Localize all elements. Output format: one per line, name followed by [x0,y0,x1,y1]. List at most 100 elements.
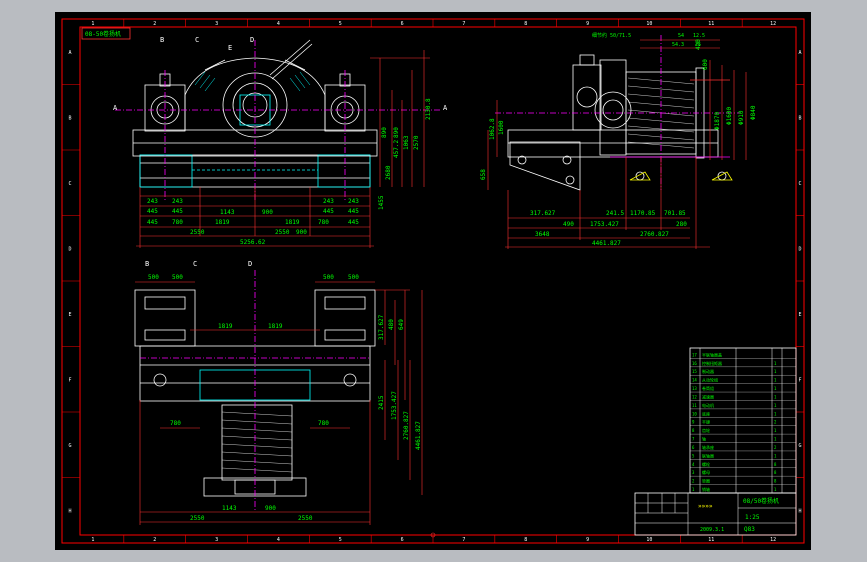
plan-vdim-6: 4461.827 [415,421,422,450]
parts-row-no: 11 [692,403,697,408]
parts-row-no: 5 [692,453,695,458]
grid-col-1: 1 [91,21,94,27]
side-dim-r2-1: 2760.827 [640,231,669,238]
grid-col-bottom-5: 5 [339,537,342,543]
grid-col-12: 12 [770,21,776,27]
side-dim-r1-2: 1170.85 [630,210,656,217]
grid-col-bottom-6: 6 [401,537,404,543]
side-dimension-lines [487,39,747,249]
parts-row-name: 平键 [702,419,710,425]
section-mark-a-left: A [113,104,118,112]
parts-row-no: 8 [692,428,695,433]
grid-row-D: D [68,246,71,252]
parts-row-qty: 1 [774,369,777,374]
plan-vdim-3: 2415 [378,395,385,410]
plan-dim-mid-c: 1143 [222,505,237,512]
parts-row-qty: 1 [774,453,777,458]
title-company: »»»» [698,503,713,510]
title-scale: 1:25 [745,514,760,521]
parts-row-name: 轴 [702,436,706,442]
plan-mark-c: C [193,260,197,268]
parts-row-qty: 1 [774,437,777,442]
plan-dim-overall-a: 2550 [190,515,205,522]
parts-row-no: 12 [692,394,697,399]
grid-row-right-H: H [798,508,801,514]
side-dim-top-a: 细节约 50/71.5 [592,32,631,39]
side-rdim-2: Φ910 [738,110,745,125]
drawing-paper [55,12,811,550]
grid-col-2: 2 [153,21,156,27]
side-dim-top-2: 54.3 [672,42,684,48]
front-vdim-4: 1063 [403,135,410,150]
parts-row-no: 14 [692,378,697,383]
side-vdim-3: 600 [702,59,709,70]
parts-row-no: 17 [692,352,697,357]
parts-row-qty: 1 [774,361,777,366]
grid-col-bottom-3: 3 [215,537,218,543]
parts-row-qty: 1 [774,428,777,433]
grid-col-bottom-11: 11 [708,537,714,543]
side-rdim-3: Φ840 [750,105,757,120]
grid-col-4: 4 [277,21,280,27]
parts-row-qty: 1 [774,394,777,399]
grid-row-right-F: F [798,377,801,383]
parts-row-name: 螺栓 [702,461,710,467]
parts-row-no: 6 [692,445,695,450]
side-dim-top-0: 54 [678,33,684,39]
side-dim-r1-1: 241.5 [606,210,624,217]
front-dim-r2-1: 445 [172,208,183,215]
side-dim-r1-3: 701.85 [664,210,686,217]
parts-row-no: 9 [692,420,695,425]
side-dim-r3-0: 3648 [535,231,550,238]
plan-dim-top-0: 500 [148,274,159,281]
grid-row-E: E [68,312,71,318]
parts-row-qty: 1 [774,386,777,391]
side-rdim-0: Φ1870 [714,112,721,130]
front-dim-overall: 5256.62 [240,239,266,246]
front-dim-r2-3: 445 [348,208,359,215]
plan-dim-mid-d: 900 [265,505,276,512]
side-vdim-2: 658 [480,169,487,180]
title-tag-box [81,27,131,40]
side-dim-r1-0: 317.627 [530,210,556,217]
section-mark-d: D [250,36,254,44]
side-dim-top-1: 12.5 [693,33,705,39]
plan-mark-b: B [145,260,149,268]
grid-row-right-E: E [798,312,801,318]
front-dim-r2-2: 445 [323,208,334,215]
front-dim-overall-a: 2550 [190,229,205,236]
front-view [115,39,440,200]
grid-row-C: C [68,181,71,187]
plan-dim-mid-a: 1819 [218,323,233,330]
side-dim-top-3: 25 [695,42,701,48]
parts-row-name: 销轴 [702,486,710,492]
section-mark-b: B [160,36,164,44]
front-vdim-3: 457.2 [393,140,400,158]
grid-col-bottom-1: 1 [91,537,94,543]
section-mark-a-right: A [443,104,448,112]
front-vdim-6: 2680 [385,165,392,180]
grid-row-right-C: C [798,181,801,187]
grid-col-3: 3 [215,21,218,27]
parts-row-no: 10 [692,411,697,416]
center-mark [430,532,436,538]
plan-vdim-1: 480 [388,319,395,330]
front-vdim-1: 890 [381,127,388,138]
grid-row-G: G [68,443,71,449]
side-dim-r3-1: 490 [563,221,574,228]
front-dim-r1-3: 243 [348,198,359,205]
grid-row-right-G: G [798,443,801,449]
grid-row-A: A [68,50,71,56]
parts-row-qty: 8 [774,462,777,467]
front-dimension-lines [136,50,430,248]
plan-mark-d: D [248,260,252,268]
parts-row-qty: 8 [774,479,777,484]
side-view [495,35,740,191]
plan-vdim-2: 649 [398,319,405,330]
parts-row-no: 15 [692,369,697,374]
section-mark-e: E [228,44,232,52]
side-vdim-0: 1062.8 [489,118,496,140]
plan-vdim-5: 2760.827 [403,411,410,440]
